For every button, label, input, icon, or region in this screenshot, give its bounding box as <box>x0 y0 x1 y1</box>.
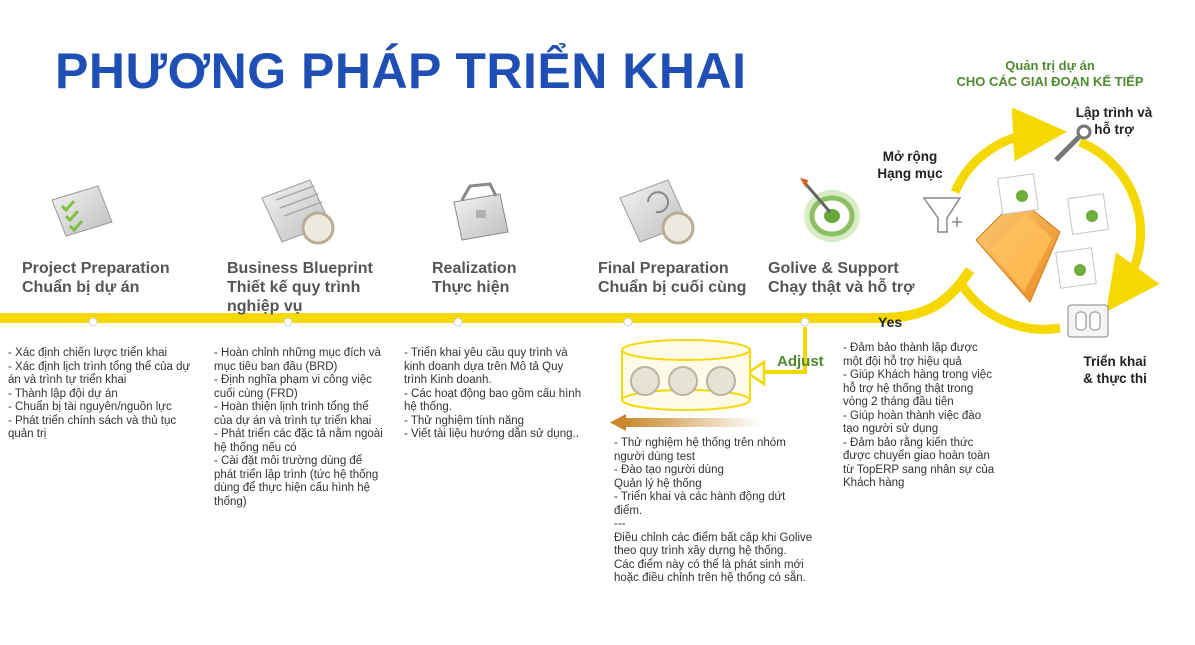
phase-name-vi: Chuẩn bị dự án <box>22 279 140 296</box>
toolbox-icon <box>453 182 509 241</box>
back-arrow <box>610 414 760 431</box>
phase-description-final-preparation: - Thử nghiệm hệ thống trên nhóm người dù… <box>614 437 813 584</box>
timeline-node <box>800 317 810 327</box>
page-title: PHƯƠNG PHÁP TRIỂN KHAI <box>55 43 747 99</box>
adjust-label: Adjust <box>777 353 824 370</box>
cycle-label-line: Hạng mục <box>877 166 943 181</box>
phase-name-en: Business Blueprint <box>227 260 373 277</box>
document-refresh-icon <box>619 179 695 245</box>
phase-name-en: Realization <box>432 260 517 277</box>
wrench-icon <box>1054 124 1092 162</box>
user-card-icon <box>997 173 1109 289</box>
cycle-label-line: & thực thi <box>1083 371 1147 386</box>
timeline-node <box>283 317 293 327</box>
phase-title-realization: Realization Thực hiện <box>432 259 516 297</box>
cycle-diagram <box>922 107 1160 338</box>
timeline-bar <box>0 267 975 327</box>
target-icon <box>800 178 860 242</box>
phase-name-vi: Thực hiện <box>432 279 510 296</box>
cycle-label-line: Triển khai <box>1083 354 1147 369</box>
phase-name-vi: Chuẩn bị cuối cùng <box>598 279 747 296</box>
phase-name-en: Golive & Support <box>768 260 899 277</box>
document-coin-icon <box>261 179 335 245</box>
switch-icon <box>1067 304 1109 338</box>
cycle-label-line: Mở rộng <box>882 149 938 164</box>
folder-icon <box>975 197 1061 303</box>
cycle-label-line: Lập trình và <box>1075 105 1153 120</box>
cycle-label-programming: Lập trình và hỗ trợ <box>1065 104 1163 138</box>
database-icon <box>621 339 751 411</box>
phase-description-golive-support: - Đảm bảo thành lập được một đội hỗ trợ … <box>843 342 995 489</box>
cycle-label-deploy: Triển khai & thực thi <box>1074 353 1156 387</box>
checklist-icon <box>51 185 113 237</box>
phase-title-project-preparation: Project Preparation Chuẩn bị dự án <box>22 259 170 297</box>
cycle-label-expand: Mở rộng Hạng mục <box>872 148 948 182</box>
project-management-line1: Quản trị dự án <box>1005 58 1095 73</box>
timeline-node <box>88 317 98 327</box>
adjust-arrow <box>745 327 807 387</box>
yes-label: Yes <box>878 314 903 330</box>
funnel-icon <box>922 197 962 233</box>
phase-name-en: Project Preparation <box>22 260 170 277</box>
phase-name-vi: Chạy thật và hỗ trợ <box>768 279 915 296</box>
timeline-node <box>623 317 633 327</box>
phase-description-realization: - Triển khai yêu cầu quy trình và kinh d… <box>404 347 582 440</box>
cycle-label-line: hỗ trợ <box>1094 122 1134 137</box>
phase-title-final-preparation: Final Preparation Chuẩn bị cuối cùng <box>598 259 746 297</box>
timeline-node <box>453 317 463 327</box>
phase-title-business-blueprint: Business Blueprint Thiết kế quy trình ng… <box>227 259 407 316</box>
phase-name-en: Final Preparation <box>598 260 729 277</box>
project-management-line2: CHO CÁC GIAI ĐOẠN KẾ TIẾP <box>956 74 1144 89</box>
phase-description-project-preparation: - Xác định chiến lược triển khai - Xác đ… <box>8 347 191 440</box>
phase-name-vi: Thiết kế quy trình nghiệp vụ <box>227 279 361 315</box>
phase-description-business-blueprint: - Hoàn chỉnh những mục đích và mục tiêu … <box>214 347 383 508</box>
phase-title-golive-support: Golive & Support Chạy thật và hỗ trợ <box>768 259 915 297</box>
project-management-label: Quản trị dự án CHO CÁC GIAI ĐOẠN KẾ TIẾP <box>915 58 1185 90</box>
